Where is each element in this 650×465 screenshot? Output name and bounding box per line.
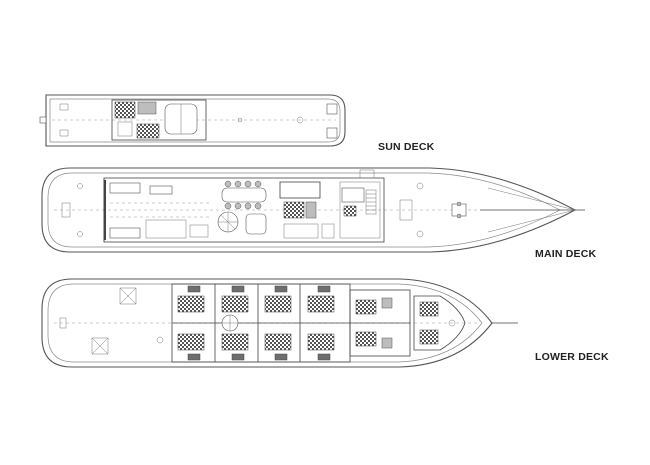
sun-deck-label: SUN DECK bbox=[378, 141, 435, 153]
lower-deck-bed bbox=[307, 333, 335, 351]
main-deck-sofa bbox=[109, 182, 141, 194]
main-deck-inner-outline bbox=[47, 172, 561, 248]
lower-deck-bed bbox=[221, 333, 249, 351]
lower-deck-crew-quarters bbox=[413, 295, 466, 351]
sun-deck-inner-outline bbox=[49, 98, 341, 143]
sun-deck-stern-fitting bbox=[39, 116, 47, 124]
main-deck-sofa bbox=[149, 185, 173, 195]
lower-deck-bunk bbox=[419, 329, 439, 345]
sun-deck-wheelhouse bbox=[111, 99, 207, 141]
lower-deck-bed bbox=[355, 331, 377, 347]
lower-deck-bed bbox=[264, 295, 292, 313]
main-deck-table bbox=[245, 213, 267, 235]
lower-deck-bunk bbox=[419, 301, 439, 317]
main-deck-galley bbox=[283, 201, 305, 219]
sun-deck-winch bbox=[326, 127, 338, 139]
lower-deck-bed bbox=[221, 295, 249, 313]
main-deck-plan bbox=[41, 167, 585, 253]
sun-deck-plan bbox=[39, 94, 346, 147]
sun-deck-fitting bbox=[59, 103, 69, 111]
lower-deck-plan bbox=[41, 278, 518, 368]
sun-deck-seating bbox=[114, 101, 136, 119]
lower-deck-bed bbox=[355, 299, 377, 315]
lower-deck-bed bbox=[177, 295, 205, 313]
lower-deck-bed bbox=[307, 295, 335, 313]
sun-deck-fitting bbox=[59, 129, 69, 137]
lower-deck-bed bbox=[264, 333, 292, 351]
lower-deck-label: LOWER DECK bbox=[535, 351, 609, 363]
sun-deck-console bbox=[137, 101, 157, 115]
lower-deck-bed bbox=[177, 333, 205, 351]
main-deck-sofa bbox=[109, 227, 141, 239]
main-deck-label: MAIN DECK bbox=[535, 248, 597, 260]
main-deck-dining-table bbox=[221, 187, 267, 203]
sun-deck-seating bbox=[136, 123, 160, 139]
main-deck-stair bbox=[343, 205, 357, 217]
sun-deck-winch bbox=[326, 103, 338, 115]
sun-deck-hatch bbox=[117, 121, 133, 137]
lower-deck-inner-outline bbox=[47, 283, 483, 363]
